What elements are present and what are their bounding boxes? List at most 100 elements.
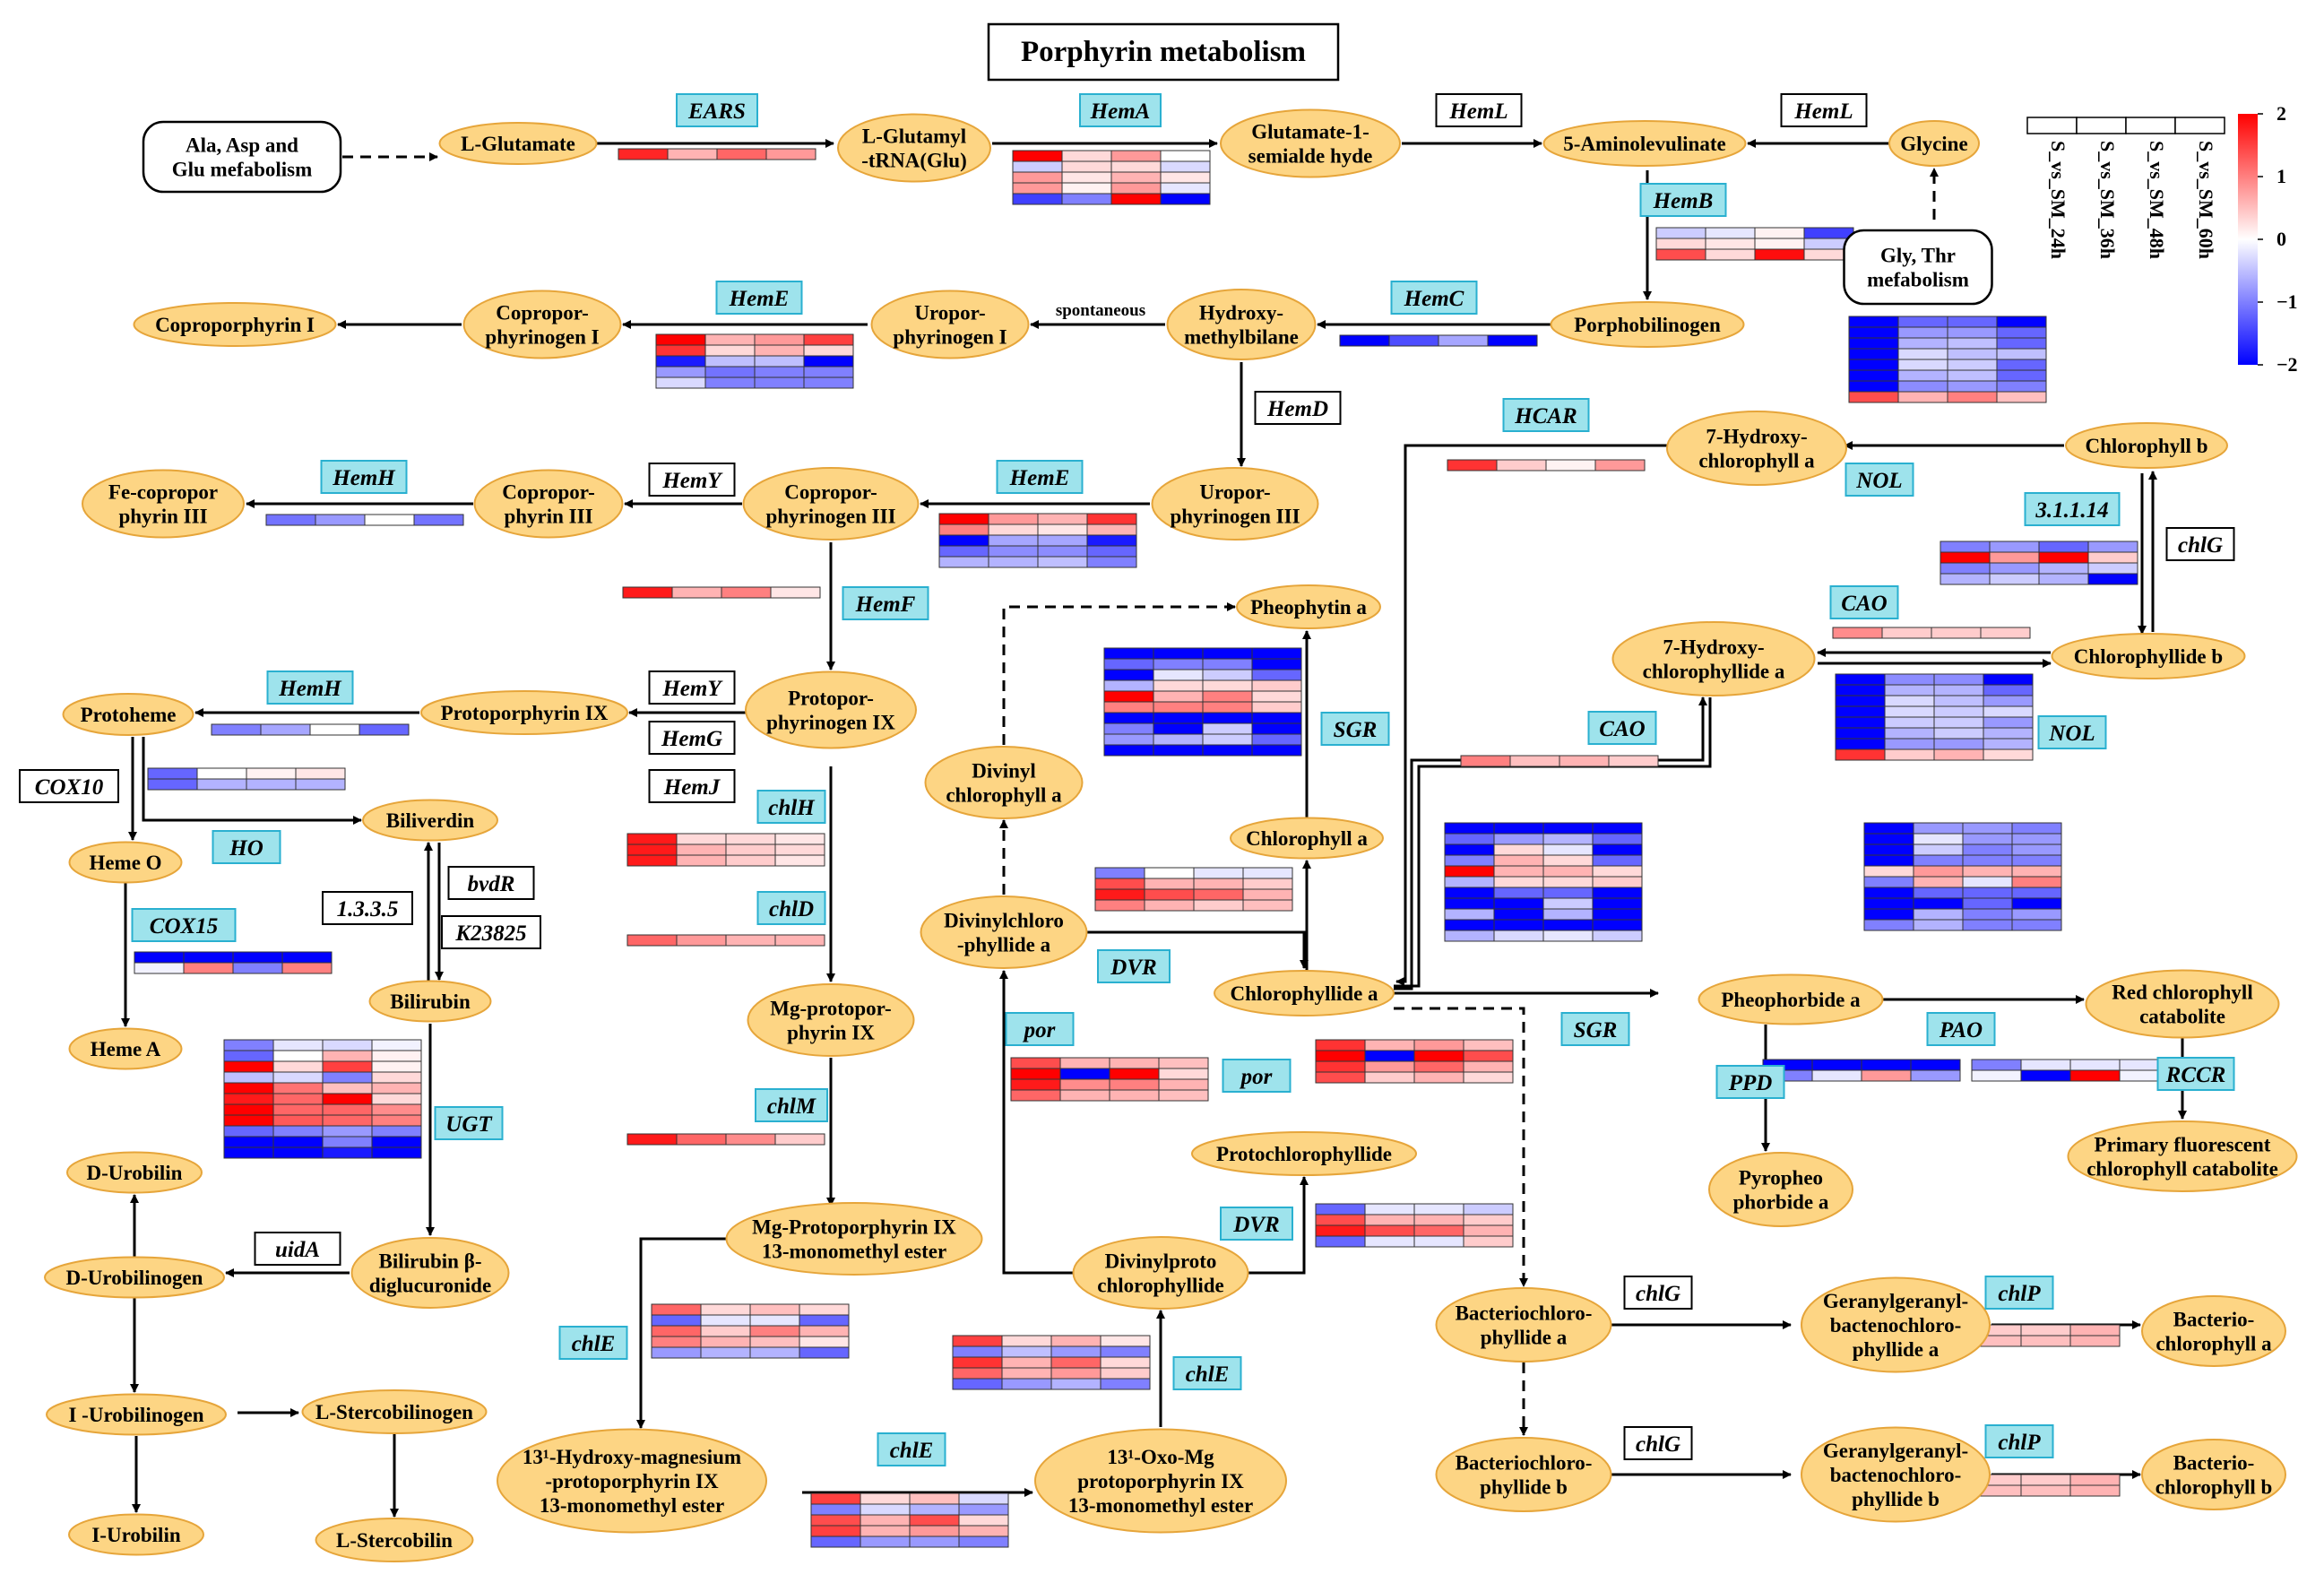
heatmap-cell — [909, 1525, 960, 1537]
heatmap-cell — [223, 1125, 274, 1138]
heatmap-cell — [1037, 556, 1088, 568]
heatmap-cell — [1962, 876, 2013, 888]
heatmap-cell — [1542, 930, 1594, 942]
heatmap-cell — [272, 1103, 324, 1116]
heatmap-cell — [860, 1514, 911, 1527]
heatmap-cell — [1835, 673, 1886, 686]
heatmap-cell — [1413, 1214, 1464, 1226]
node-chlb: Chlorophyll b — [2065, 422, 2228, 469]
heatmap-cell — [322, 1093, 373, 1105]
heatmap-cell — [1493, 865, 1544, 878]
node-label: 5-Aminolevulinate — [1563, 133, 1725, 155]
node-label: Protochlorophyllide — [1216, 1143, 1392, 1165]
heatmap-cell — [958, 1503, 1009, 1516]
enzyme-label: SGR — [1574, 1018, 1618, 1042]
heatmap-cell — [147, 767, 198, 780]
pathway-arrow — [142, 737, 362, 825]
enzyme-chld: chlD — [756, 891, 826, 925]
heatmap-cell — [1447, 459, 1498, 471]
heatmap-cell — [1996, 348, 2047, 360]
enzyme-label: HemY — [661, 677, 723, 701]
heatmap-cell — [183, 951, 234, 964]
node-label: D-Urobilin — [87, 1162, 183, 1184]
heatmap-cell — [1559, 755, 1610, 767]
heatmap-cell — [1444, 887, 1495, 899]
hm-31114 — [1940, 541, 2138, 585]
colorbar-tick-label: −1 — [2276, 290, 2298, 313]
heatmap-cell — [622, 586, 673, 599]
heatmap-cell — [1315, 1203, 1366, 1215]
heatmap-cell — [803, 355, 854, 368]
heatmap-cell — [1835, 748, 1886, 761]
heatmap-cell — [1493, 854, 1544, 867]
heatmap-cell — [281, 951, 333, 964]
node-label: Copropor-phyrinogen I — [485, 302, 599, 349]
enzyme-label: SGR — [1334, 718, 1378, 742]
heatmap-cell — [774, 1133, 825, 1146]
enzyme-label: HemG — [661, 727, 722, 751]
heatmap-cell — [1947, 348, 1998, 360]
heatmap-cell — [1158, 1078, 1209, 1091]
legend-cell — [2125, 117, 2176, 134]
enzyme-ears: EARS — [676, 93, 758, 127]
heatmap-cell — [1061, 160, 1112, 173]
heatmap-cell — [1803, 227, 1854, 239]
heatmap-cell — [1592, 822, 1643, 835]
enzyme-label: HemC — [1404, 287, 1464, 311]
enzyme-k23825: K23825 — [441, 915, 541, 949]
heatmap-cell — [1754, 238, 1805, 250]
heatmap-cell — [1153, 733, 1204, 746]
heatmap-cell — [1861, 1069, 1912, 1082]
heatmap-cell — [1037, 545, 1088, 558]
heatmap-cell — [988, 545, 1039, 558]
heatmap-cell — [1848, 369, 1899, 382]
enzyme-label: NOL — [1855, 469, 1902, 493]
heatmap-cell — [1705, 227, 1756, 239]
enzyme-label: RCCR — [2165, 1063, 2226, 1087]
heatmap-cell — [1242, 899, 1293, 912]
heatmap-cell — [1863, 833, 1914, 845]
heatmap-cell — [1100, 1335, 1151, 1347]
heatmap-cell — [704, 344, 756, 357]
node-pheophytin: Pheophytin a — [1236, 584, 1381, 629]
heatmap-cell — [1315, 1071, 1366, 1084]
heatmap-cell — [1153, 647, 1204, 660]
heatmap-cell — [223, 1146, 274, 1159]
heatmap-cell — [272, 1093, 324, 1105]
heatmap-cell — [1059, 1089, 1110, 1102]
node-label: 7-Hydroxy-chlorophyllide a — [1643, 636, 1785, 683]
heatmap-cell — [1050, 1356, 1102, 1369]
heatmap-cell — [2011, 854, 2062, 867]
heatmap-cell — [1444, 833, 1495, 845]
heatmap-cell — [1158, 1068, 1209, 1080]
enzyme-label: HemL — [1793, 99, 1853, 124]
heatmap-cell — [1364, 1060, 1415, 1073]
heatmap-cell — [774, 934, 825, 947]
heatmap-cell — [765, 148, 816, 160]
heatmap-cell — [1863, 887, 1914, 899]
node-label: Bacterio-chlorophyll b — [2156, 1452, 2273, 1499]
heatmap-cell — [1545, 459, 1596, 471]
heatmap-cell — [1913, 854, 1964, 867]
node-label: Bacterio-chlorophyll a — [2156, 1309, 2272, 1355]
colorbar-tick-label: 0 — [2276, 228, 2286, 250]
heatmap-cell — [1061, 150, 1112, 162]
heatmap-cell — [1835, 695, 1886, 707]
pathway-arrow — [1395, 444, 1658, 986]
heatmap-cell — [272, 1146, 324, 1159]
heatmap-cell — [359, 723, 410, 736]
heatmap-cell — [1931, 627, 1982, 639]
heatmap-cell — [223, 1103, 274, 1116]
heatmap-cell — [958, 1535, 1009, 1548]
node-ggbchlb: Geranylgeranyl-bactenochloro-phyllide b — [1801, 1426, 1991, 1523]
heatmap-cell — [938, 545, 989, 558]
heatmap-cell — [2020, 1474, 2071, 1486]
heatmap-cell — [626, 833, 678, 845]
heatmap-cell — [1153, 722, 1204, 735]
heatmap-cell — [1754, 227, 1805, 239]
node-label: Copropor-phyrin III — [502, 481, 595, 528]
